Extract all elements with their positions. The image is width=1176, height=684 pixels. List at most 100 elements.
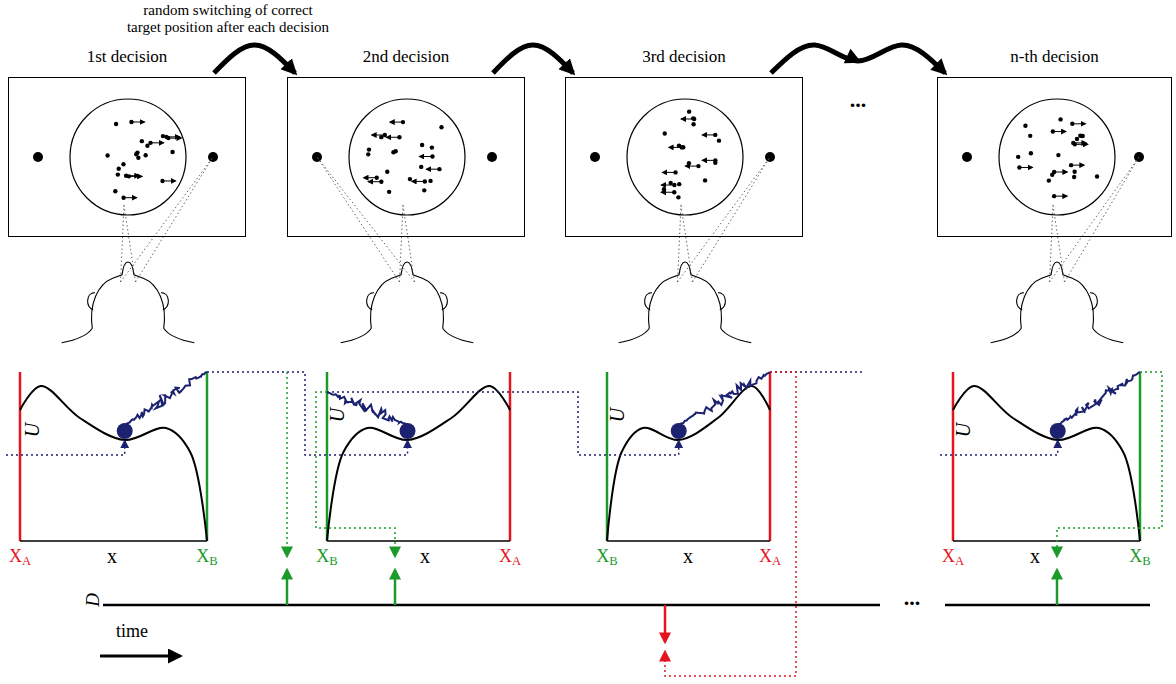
axis-label: x	[683, 545, 693, 568]
motion-dot	[663, 131, 667, 135]
reward-trace	[286, 372, 288, 556]
motion-dot	[419, 165, 423, 169]
motion-dot	[1058, 117, 1062, 121]
potential-plot	[953, 372, 1140, 541]
aperture-circle	[70, 99, 186, 215]
motion-dot	[170, 150, 174, 154]
motion-dot	[136, 156, 140, 160]
reward-pulse	[286, 570, 289, 605]
boundary-label: XA	[759, 546, 781, 567]
motion-dot	[408, 177, 412, 181]
head-outline	[718, 293, 725, 310]
motion-dot	[367, 147, 371, 151]
axis-label: x	[107, 545, 117, 568]
head-outline	[443, 328, 474, 342]
caption-note: random switching of correct target posit…	[127, 2, 330, 37]
gaze-line	[1050, 157, 1140, 282]
motion-dot	[1023, 124, 1027, 128]
state-trace	[940, 441, 1058, 455]
boundary-line	[769, 372, 772, 541]
gaze-line	[121, 157, 214, 282]
motion-dot	[387, 190, 391, 194]
potential-curve	[327, 386, 510, 541]
head-outline	[1090, 293, 1097, 310]
motion-dot	[422, 188, 426, 192]
head-figure	[62, 262, 195, 343]
motion-dot	[1056, 153, 1060, 157]
state-trace	[770, 371, 862, 373]
motion-arrow	[1019, 167, 1032, 168]
reward-trace	[316, 392, 395, 556]
potential-plot	[20, 372, 207, 541]
signal-label: D	[82, 593, 104, 607]
state-ball	[400, 423, 416, 439]
motion-dot	[143, 153, 147, 157]
motion-arrow	[1075, 144, 1088, 145]
screen-panel: 1st decision	[8, 77, 246, 237]
potential-plot	[327, 372, 510, 541]
boundary-label: XA	[499, 546, 521, 567]
motion-dot	[676, 195, 680, 199]
boundary-label: XB	[316, 546, 337, 567]
boundary-line	[606, 372, 609, 541]
boundary-line	[206, 372, 209, 541]
random-walk	[125, 372, 207, 425]
boundary-label: XB	[596, 546, 617, 567]
motion-arrow	[661, 185, 674, 186]
screen-content	[590, 99, 775, 215]
state-ball	[117, 423, 133, 439]
potential-curve	[953, 386, 1140, 541]
motion-arrow	[390, 122, 403, 123]
panel-title: 1st decision	[0, 47, 265, 67]
arrow-head	[844, 49, 865, 70]
head-outline	[62, 328, 93, 342]
motion-dot	[677, 182, 681, 186]
motion-arrow	[168, 138, 181, 139]
head-figure	[341, 262, 474, 343]
axis-label: U	[606, 408, 629, 422]
motion-arrow	[419, 156, 432, 157]
motion-dot	[713, 161, 717, 165]
panel-title: n-th decision	[918, 47, 1176, 67]
boundary-line	[19, 372, 22, 541]
gaze-line	[693, 157, 771, 282]
boundary-label: XB	[196, 546, 217, 567]
head-outline	[164, 328, 195, 342]
reward-pulse	[1056, 570, 1059, 605]
axis-label: x	[420, 545, 430, 568]
motion-arrow	[129, 176, 142, 177]
target-dot	[33, 152, 43, 162]
state-trace	[207, 372, 408, 455]
error-trace	[665, 372, 796, 676]
motion-arrow	[663, 172, 676, 173]
panel-title: 3rd decision	[546, 47, 822, 67]
motion-arrow	[1072, 123, 1085, 124]
motion-dot	[366, 152, 370, 156]
motion-dot	[668, 181, 672, 185]
flow-arrow	[493, 45, 573, 73]
motion-arrow	[669, 147, 682, 148]
boundary-label: XB	[1129, 546, 1150, 567]
boundary-line	[509, 372, 512, 541]
screen-panel: 3rd decision	[565, 77, 803, 237]
target-dot	[765, 152, 775, 162]
gaze-line	[400, 205, 404, 282]
gaze-line	[317, 157, 400, 282]
motion-dot	[1072, 170, 1076, 174]
target-dot	[208, 152, 218, 162]
head-outline	[1093, 328, 1124, 342]
flow-arrow	[214, 45, 295, 73]
boundary-line	[1139, 372, 1142, 541]
motion-dot	[1072, 175, 1076, 179]
motion-dot	[703, 178, 707, 182]
x-axis	[20, 540, 207, 542]
reward-pulse	[394, 570, 397, 605]
aperture-circle	[999, 99, 1115, 215]
potential-plot	[607, 372, 770, 541]
head-outline	[645, 293, 652, 310]
motion-dot	[121, 162, 125, 166]
motion-dot	[1028, 134, 1032, 138]
head-outline	[619, 328, 650, 342]
head-outline	[721, 328, 752, 342]
